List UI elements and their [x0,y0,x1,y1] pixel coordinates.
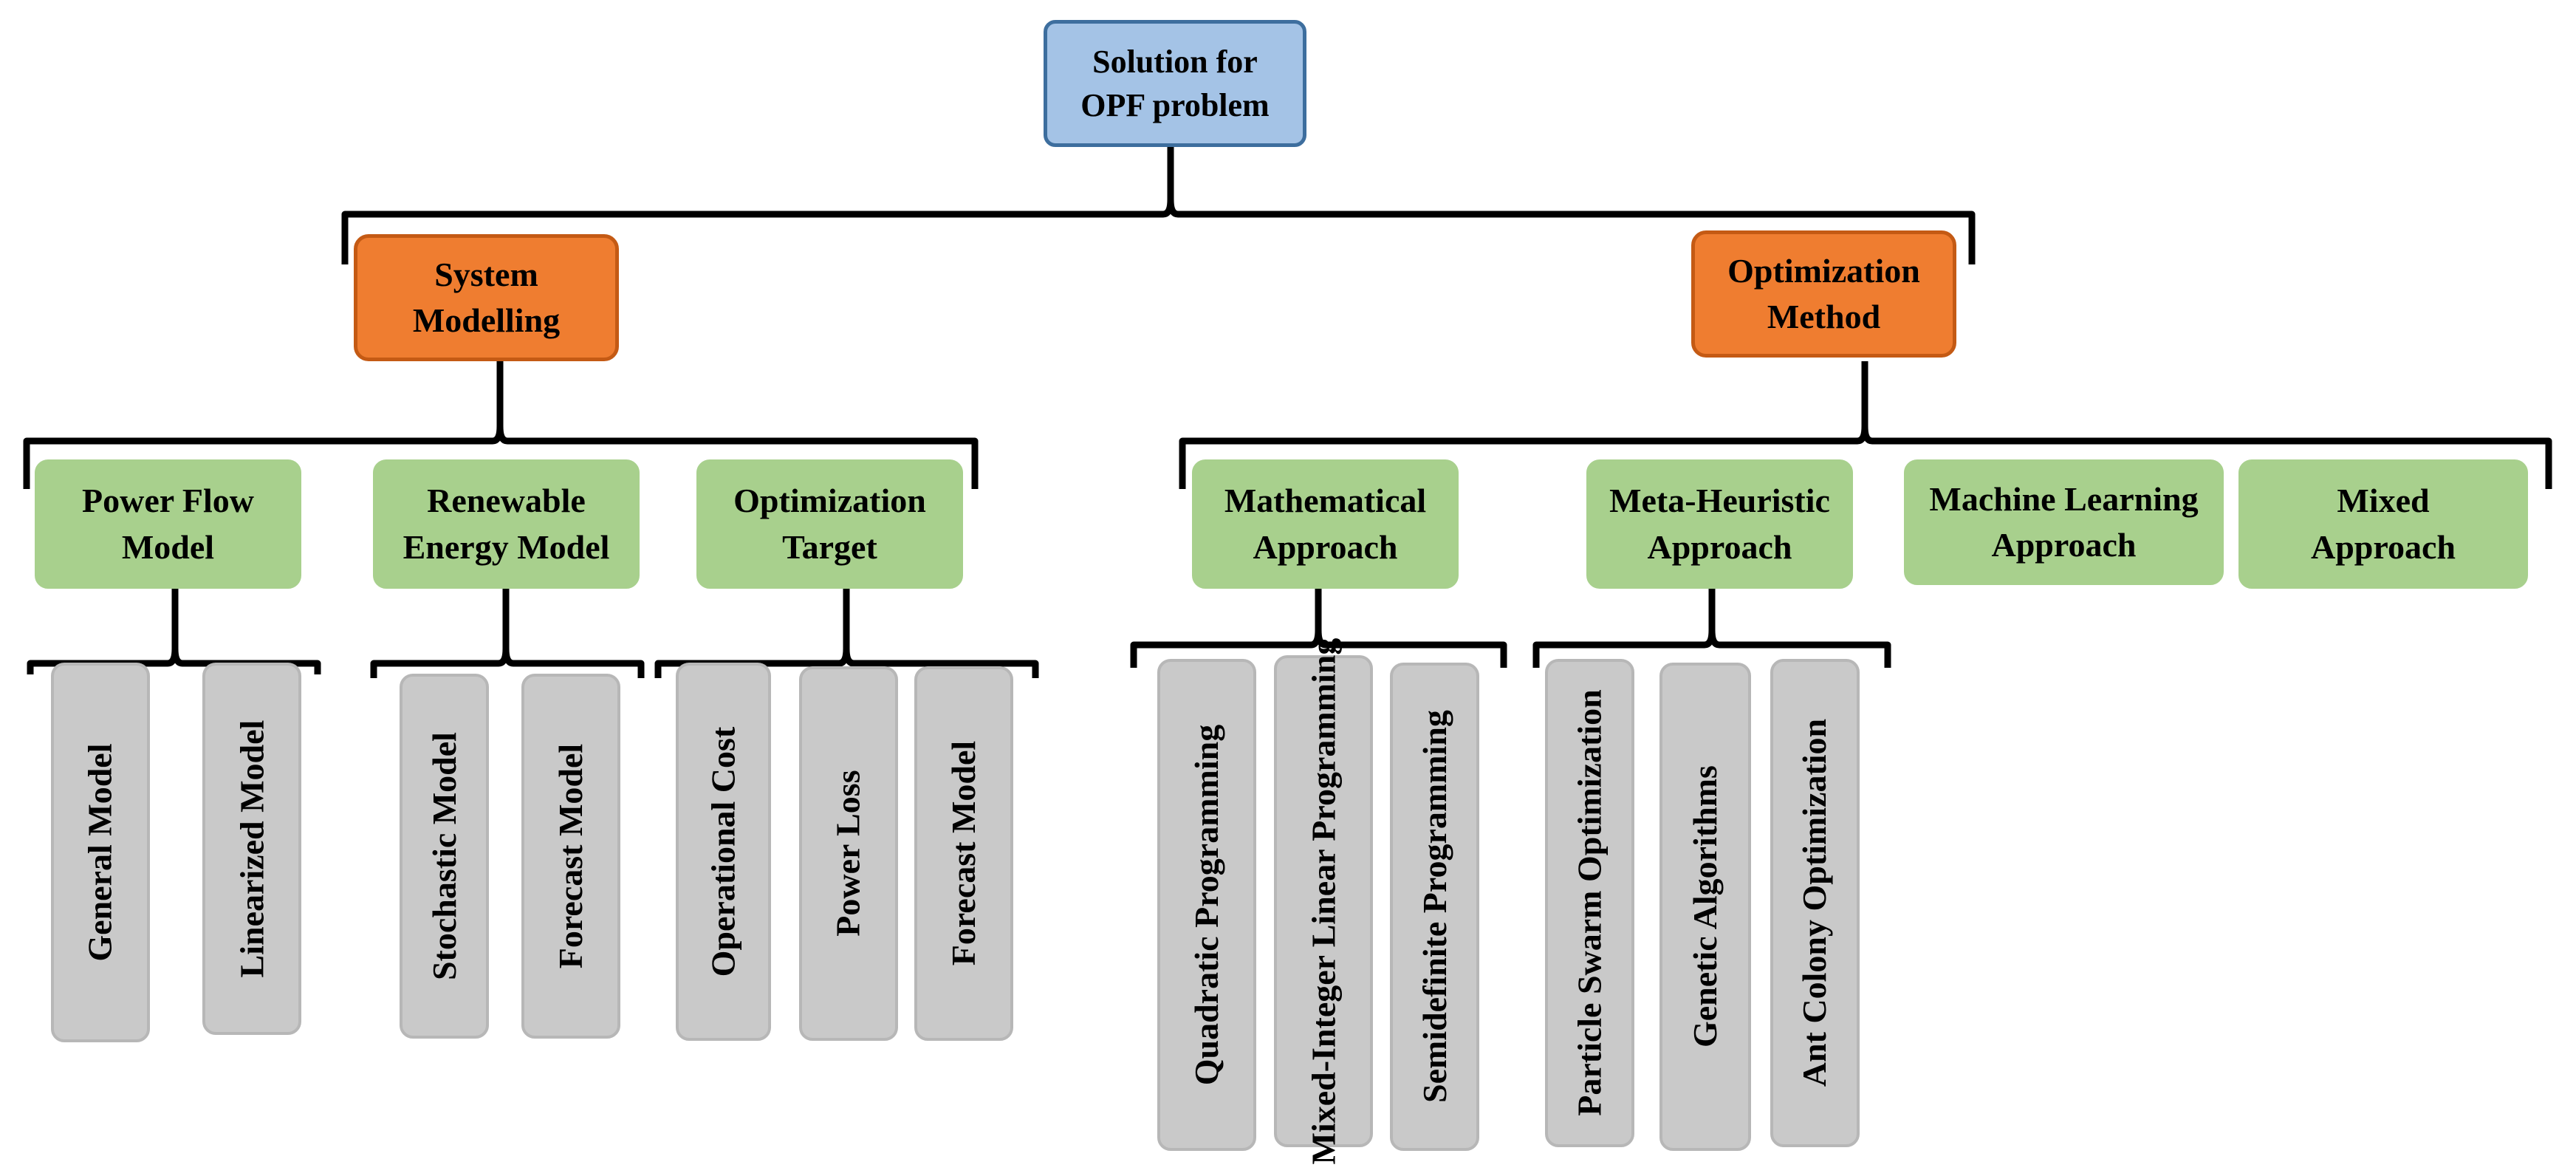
approach-optimization-target: Optimization Target [696,459,963,589]
leaf-power-loss: Power Loss [799,666,898,1041]
approach-machine-learning: Machine Learning Approach [1904,459,2224,585]
leaf-forecast-model-target: Forecast Model [914,666,1013,1041]
approach-meta-heuristic: Meta-Heuristic Approach [1586,459,1853,589]
brace-mathematical [1130,589,1507,668]
leaf-stochastic-model: Stochastic Model [400,674,489,1039]
brace-root [341,147,1976,264]
leaf-operational-cost: Operational Cost [676,663,771,1041]
leaf-genetic-algorithms: Genetic Algorithms [1659,663,1751,1151]
leaf-linearized-model: Linearized Model [202,663,301,1035]
category-optimization-method: Optimization Method [1691,230,1956,358]
leaf-quadratic-programming: Quadratic Programming [1157,659,1256,1151]
approach-mixed: Mixed Approach [2238,459,2528,589]
brace-meta-heuristic [1532,589,1891,668]
root-node: Solution for OPF problem [1044,20,1306,147]
leaf-general-model: General Model [51,663,150,1042]
brace-renewable [370,589,645,678]
brace-system-modelling [23,361,979,489]
approach-power-flow-model: Power Flow Model [35,459,301,589]
leaf-milp: Mixed-Integer Linear Programming [1274,638,1373,1164]
leaf-forecast-model-renewable: Forecast Model [521,674,620,1039]
brace-target [654,589,1039,678]
leaf-particle-swarm-optimization: Particle Swarm Optimization [1545,659,1634,1147]
approach-renewable-energy-model: Renewable Energy Model [373,459,640,589]
brace-optimization-method [1179,361,2552,489]
category-system-modelling: System Modelling [354,234,619,361]
approach-mathematical: Mathematical Approach [1192,459,1459,589]
leaf-ant-colony-optimization: Ant Colony Optimization [1770,659,1860,1147]
leaf-semidefinite-programming: Semidefinite Programming [1390,663,1479,1151]
brace-power-flow [27,589,321,674]
